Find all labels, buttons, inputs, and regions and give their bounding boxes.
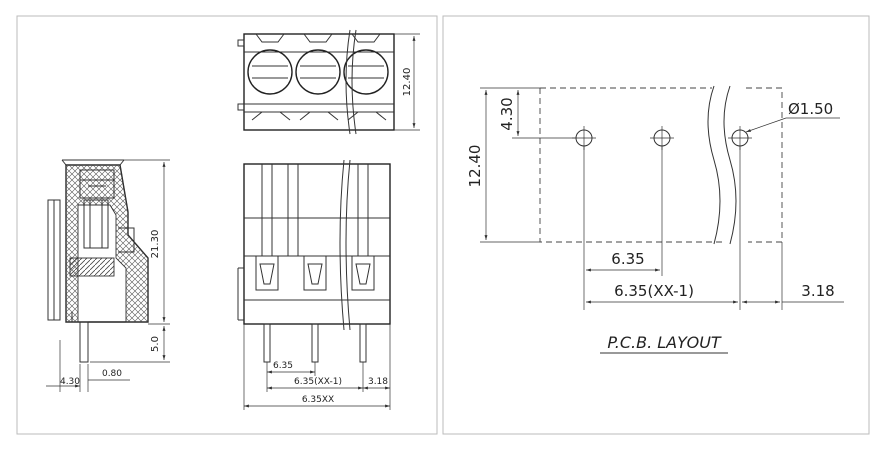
top-view bbox=[237, 29, 395, 135]
front-dim-overall-label: 6.35XX bbox=[302, 395, 334, 405]
pcb-layout-title: P.C.B. LAYOUT bbox=[607, 333, 722, 352]
front-dim-end-label: 3.18 bbox=[368, 377, 388, 387]
side-dim-height-label: 21.30 bbox=[150, 230, 161, 259]
pcb-dimensions: 12.40 4.30 Ø1.50 6.35 6.35(XX-1) 3.18 bbox=[466, 87, 844, 310]
front-view bbox=[237, 159, 391, 363]
top-dim-depth-label: 12.40 bbox=[402, 68, 413, 97]
pcb-dim-pitch-label: 6.35 bbox=[611, 250, 644, 268]
pcb-dim-hole-label: Ø1.50 bbox=[788, 100, 833, 118]
side-dim-pin-width-label: 0.80 bbox=[102, 369, 122, 379]
pcb-dim-end-label: 3.18 bbox=[801, 282, 834, 300]
left-panel-frame bbox=[16, 15, 438, 435]
front-dim-pitch-label: 6.35 bbox=[273, 361, 293, 371]
right-panel-frame bbox=[442, 15, 870, 435]
front-dim-pitch-total-label: 6.35(XX-1) bbox=[294, 377, 342, 387]
side-dimensions: 21.30 5.0 4.30 0.80 bbox=[46, 159, 170, 392]
pcb-layout-title-group: P.C.B. LAYOUT bbox=[600, 333, 728, 354]
top-dimensions: 12.40 bbox=[394, 33, 420, 131]
side-dim-pin-label: 5.0 bbox=[150, 336, 161, 352]
side-dim-offset-label: 4.30 bbox=[60, 377, 80, 387]
front-dimensions: 6.35 6.35(XX-1) 3.18 6.35XX bbox=[243, 324, 391, 410]
pcb-dim-height-label: 12.40 bbox=[466, 145, 484, 188]
pcb-dim-row-label: 4.30 bbox=[498, 97, 516, 130]
pcb-dim-pitch-total-label: 6.35(XX-1) bbox=[614, 282, 694, 300]
side-view bbox=[47, 159, 149, 363]
